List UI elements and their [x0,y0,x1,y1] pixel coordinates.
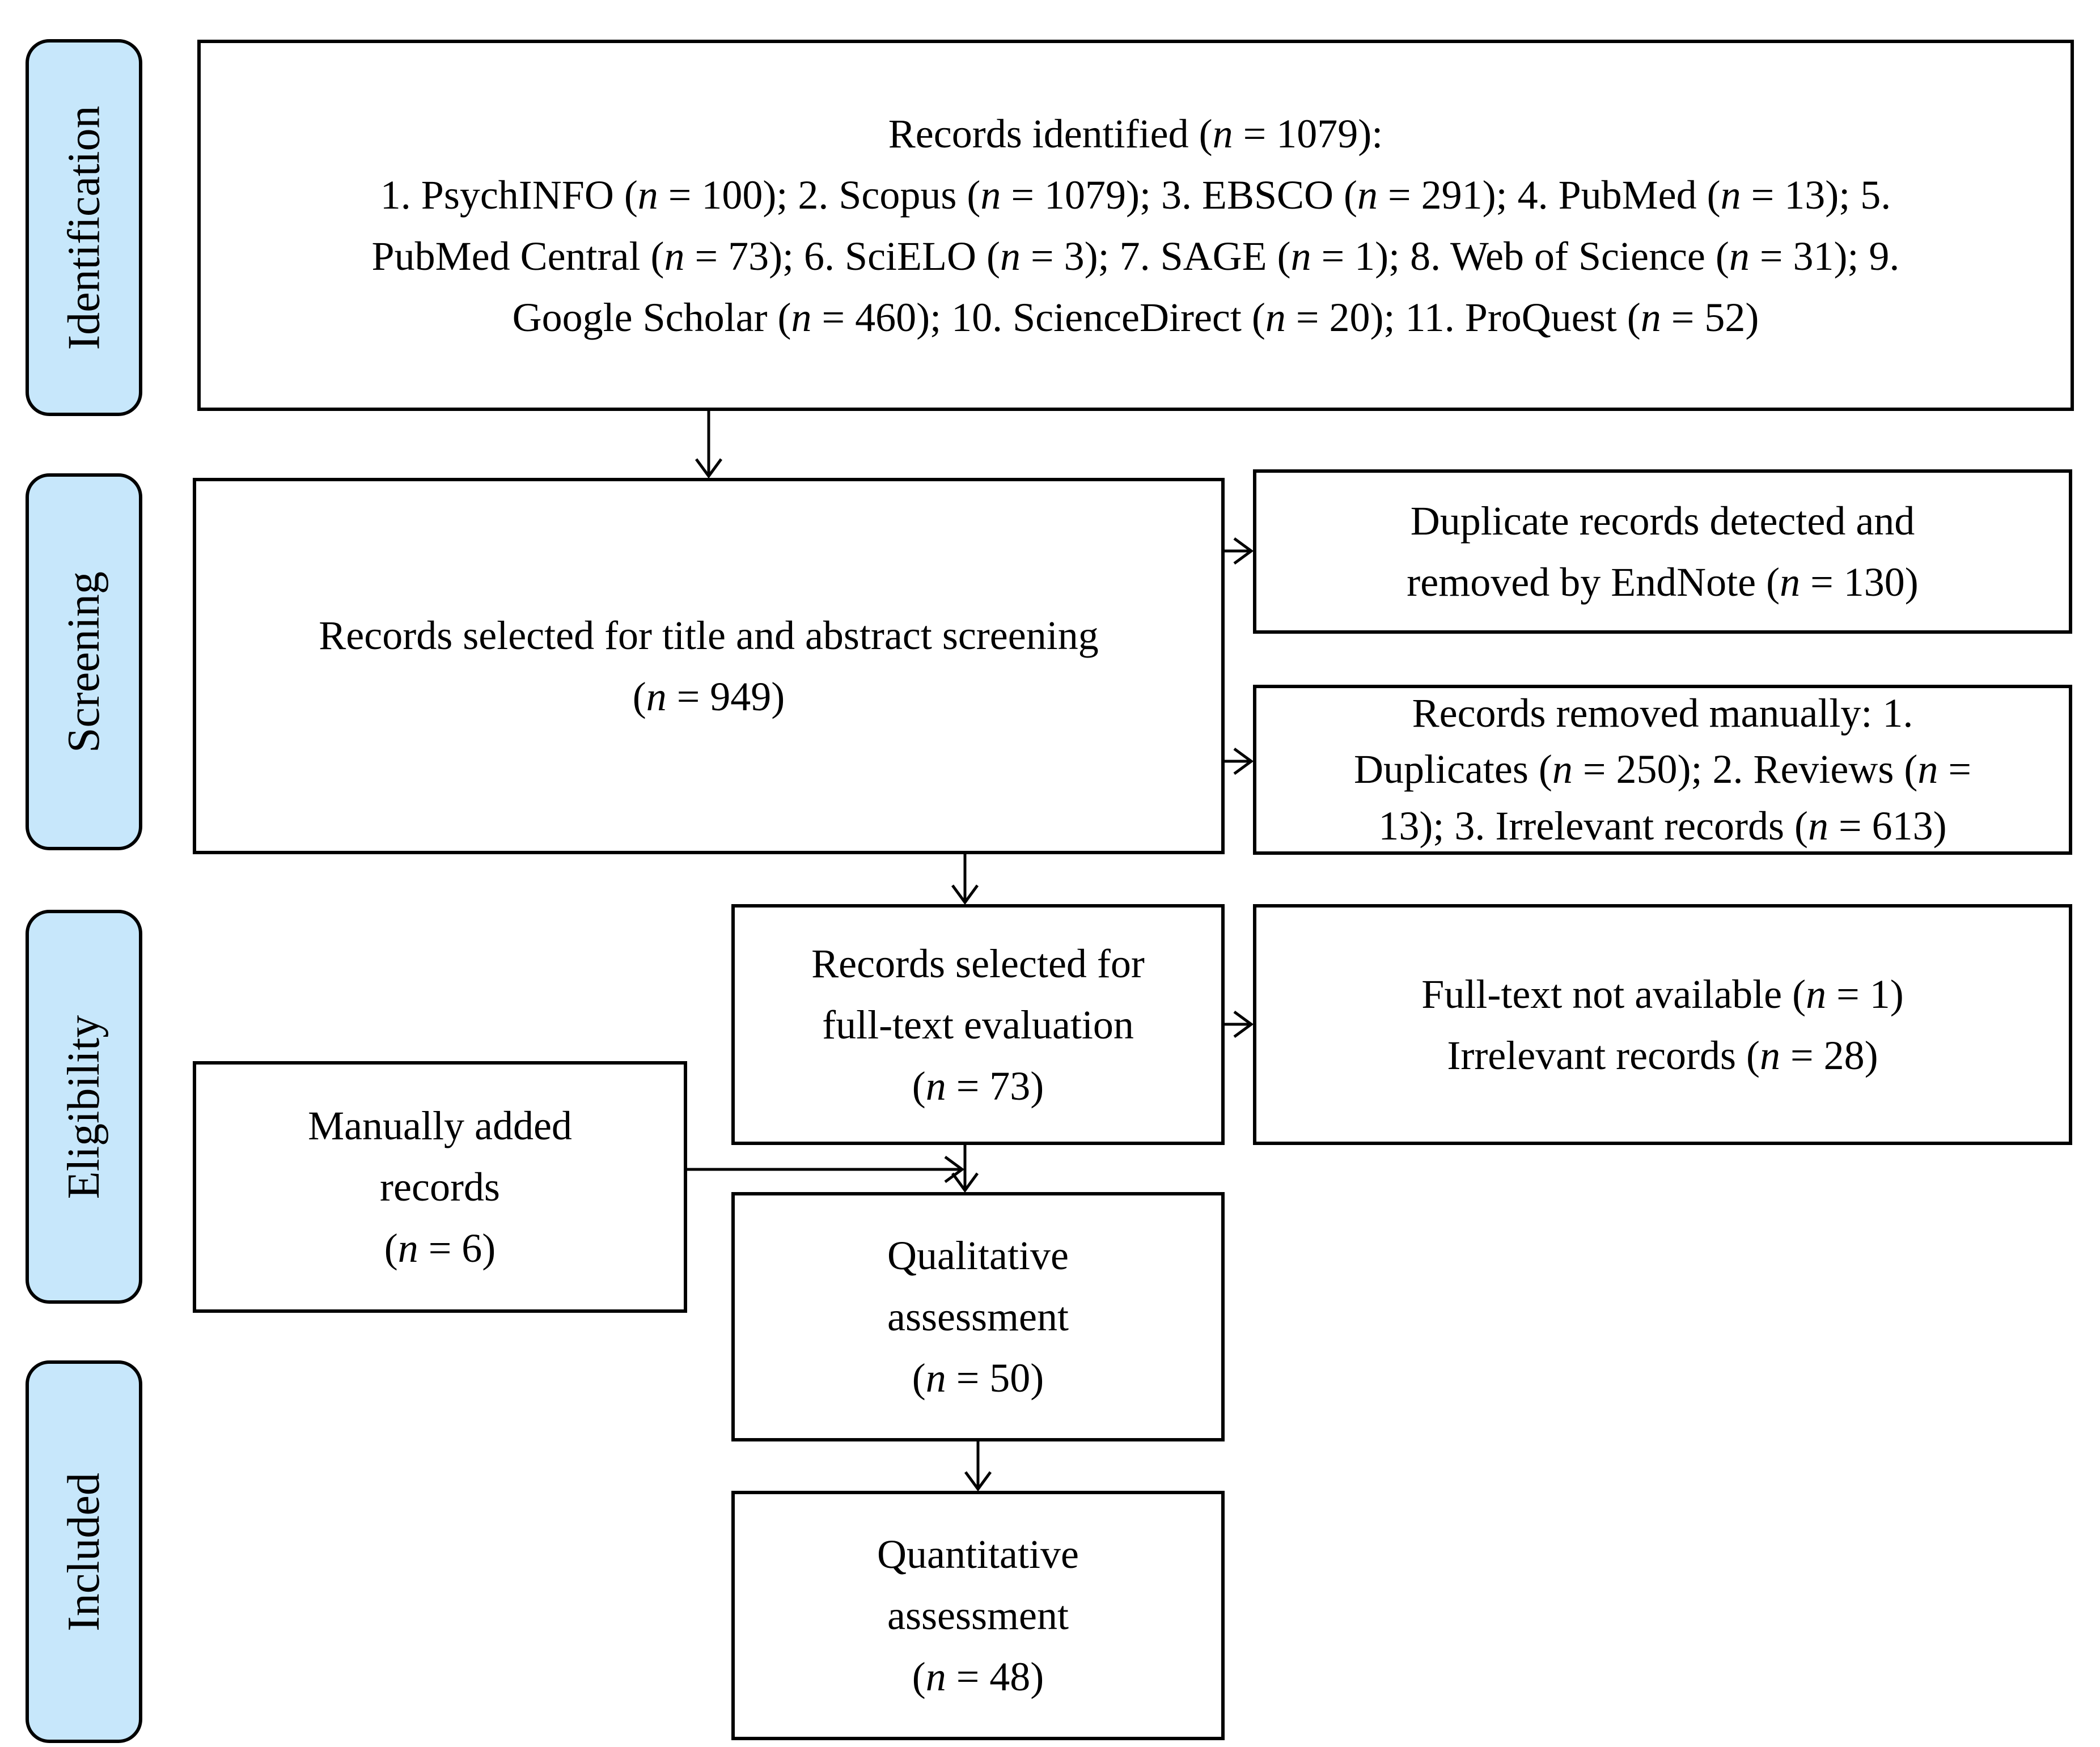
qualitative-assessment-box: Qualitative assessment (n = 50) [731,1192,1225,1441]
box-line: PubMed Central (n = 73); 6. SciELO (n = … [371,233,1900,279]
records-removed-manually-box: Records removed manually: 1. Duplicates … [1253,685,2072,855]
box-line: Records identified (n = 1079): [888,111,1383,156]
full-text-evaluation-box: Records selected for full-text evaluatio… [731,904,1225,1145]
box-line: assessment [887,1294,1069,1339]
box-line: Records selected for [811,940,1145,986]
stage-label-screening: Screening [26,473,142,850]
box-line: Records removed manually: 1. [1412,690,1913,736]
stage-label-included: Included [26,1360,142,1743]
box-line: records [380,1164,500,1210]
stage-label-identification: Identification [26,39,142,416]
box-line: Manually added [308,1103,572,1148]
box-line: full-text evaluation [822,1002,1134,1048]
box-line: 1. PsychINFO (n = 100); 2. Scopus (n = 1… [380,172,1891,218]
box-line: Records selected for title and abstract … [319,613,1099,658]
box-line: assessment [887,1593,1069,1638]
title-abstract-screening-box: Records selected for title and abstract … [193,478,1225,854]
box-line: (n = 50) [912,1355,1044,1401]
stage-label-eligibility-text: Eligibility [59,1015,109,1199]
manually-added-records-box: Manually added records (n = 6) [193,1061,687,1313]
box-line: Quantitative [877,1532,1079,1577]
quantitative-assessment-box: Quantitative assessment (n = 48) [731,1491,1225,1740]
duplicates-removed-endnote-box: Duplicate records detected and removed b… [1253,469,2072,634]
stage-label-screening-text: Screening [59,571,109,753]
stage-label-identification-text: Identification [59,105,109,350]
stage-label-eligibility: Eligibility [26,910,142,1304]
box-line: Irrelevant records (n = 28) [1447,1032,1878,1078]
box-line: Google Scholar (n = 460); 10. ScienceDir… [512,294,1759,340]
box-line: Qualitative [887,1233,1069,1278]
box-line: removed by EndNote (n = 130) [1407,559,1919,605]
box-line: (n = 949) [632,674,785,719]
full-text-not-available-box: Full-text not available (n = 1) Irreleva… [1253,904,2072,1145]
records-identified-box: Records identified (n = 1079): 1. PsychI… [197,40,2074,411]
box-line: 13); 3. Irrelevant records (n = 613) [1378,803,1947,849]
box-line: Duplicate records detected and [1410,498,1915,544]
box-line: (n = 6) [384,1226,496,1271]
box-line: (n = 73) [912,1063,1044,1109]
box-line: (n = 48) [912,1654,1044,1699]
box-line: Duplicates (n = 250); 2. Reviews (n = [1353,747,1971,792]
stage-label-included-text: Included [59,1472,109,1631]
box-line: Full-text not available (n = 1) [1421,971,1904,1017]
